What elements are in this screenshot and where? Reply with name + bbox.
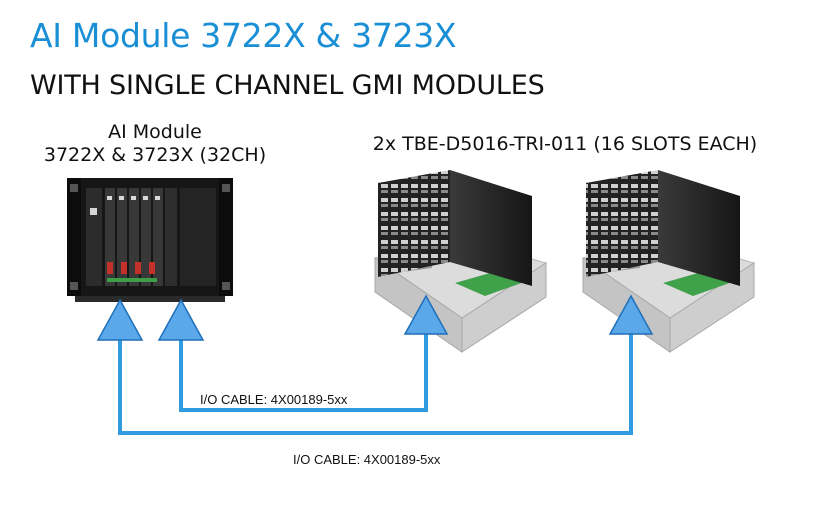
ai-module-rack-image <box>67 178 233 302</box>
termination-board-2-image <box>583 170 754 352</box>
io-cable-2-line <box>120 330 631 433</box>
ai-module-port-1-arrow <box>98 300 142 340</box>
termination-board-1-image <box>375 170 546 352</box>
ai-module-port-2-arrow <box>159 300 203 340</box>
io-cable-2-label: I/O CABLE: 4X00189-5xx <box>293 452 440 467</box>
io-cable-1-label: I/O CABLE: 4X00189-5xx <box>200 392 347 407</box>
